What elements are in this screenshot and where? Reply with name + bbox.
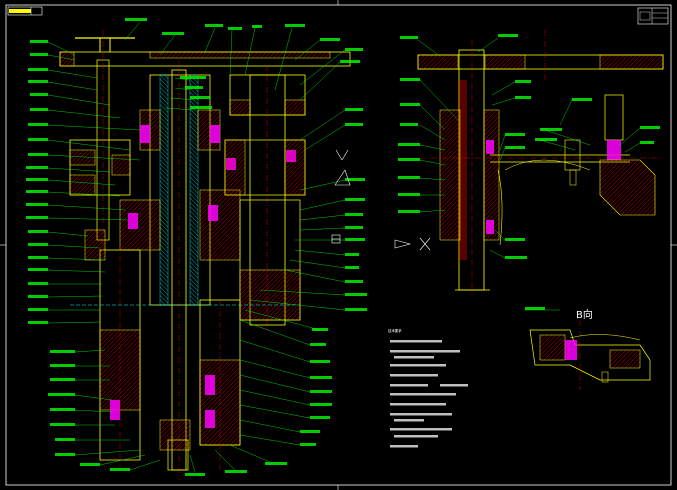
left-leaders [47,41,161,471]
b-view-detail: B向 [525,307,651,390]
section-symbols [331,149,431,251]
title-block [7,6,43,16]
view-label: B向 [576,308,593,321]
tech-notes-title: 技术要求 [388,328,402,333]
right-leaders [417,37,641,259]
right-leader-labels [398,34,660,259]
tech-notes: 技术要求 [388,328,468,448]
corner-stamp [637,7,669,25]
left-leader-labels [26,40,130,471]
top-right-leaders [124,21,346,473]
top-right-leader-labels [125,18,367,476]
right-partial-view [417,30,664,295]
